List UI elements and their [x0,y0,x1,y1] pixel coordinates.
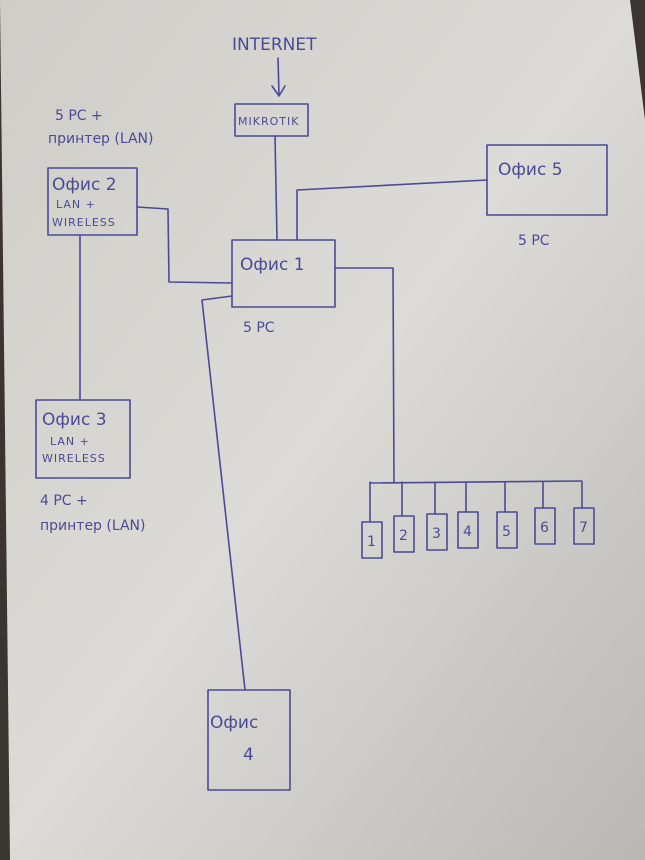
device-box [573,507,595,545]
office4-line1: 4 [243,745,254,765]
device-label: 5 [502,524,511,540]
office3-line1: LAN + [50,435,90,448]
office3-title: Офис 3 [42,410,107,430]
office4-title: Офис [210,713,258,733]
office5-title: Офис 5 [498,160,563,180]
device-label: 4 [463,524,472,540]
device-label: 1 [367,534,376,550]
office2-line2: WIRELESS [52,216,116,229]
internet-label: INTERNET [232,35,317,55]
device-box [534,507,556,545]
router-box [234,103,309,137]
device-label: 7 [579,520,588,536]
device-box [426,513,448,551]
office5-box [486,144,608,216]
office1-box [231,239,336,308]
office2-line1: LAN + [56,198,96,211]
office4-box [207,689,291,791]
router-office1-link [274,135,278,241]
office1-office4-link [201,295,246,691]
device-label: 3 [432,526,441,542]
office3-note-2: принтер (LAN) [40,518,146,534]
office2-office1-link [136,206,233,284]
device-bus [369,480,583,484]
device-box [393,515,415,553]
device-label: 6 [540,520,549,536]
office2-box [47,167,138,236]
office3-line2: WIRELESS [42,452,106,465]
office3-box [35,399,131,479]
device-box [457,511,479,549]
router-label: MIKROTIK [238,115,299,128]
office2-title: Офис 2 [52,175,117,195]
device-box [496,511,518,549]
device-label: 2 [399,528,408,544]
office1-note: 5 PC [243,320,275,336]
office1-devices-link [334,267,395,483]
office3-note-1: 4 PC + [40,493,88,509]
internet-arrow [271,57,286,97]
office5-note: 5 PC [518,233,550,249]
office2-note-1: 5 PC + [55,108,103,124]
device-box [361,521,383,559]
office2-note-2: принтер (LAN) [48,131,154,147]
office5-link [296,179,488,241]
device-group: 1 2 3 4 5 6 7 [361,481,595,559]
office1-title: Офис 1 [240,255,305,275]
